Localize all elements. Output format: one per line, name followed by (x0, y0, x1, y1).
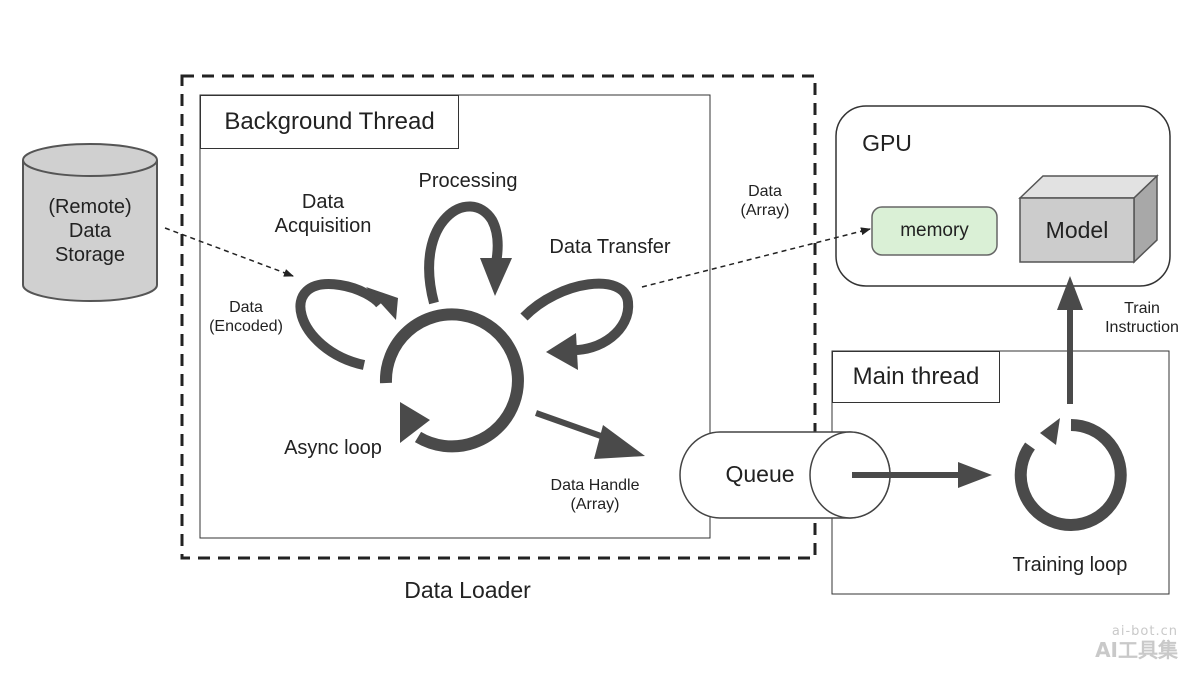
queue-cylinder (679, 431, 891, 519)
transfer-to-memory-arrow (641, 227, 871, 288)
storage-label-line1: (Remote) (48, 196, 132, 218)
remote-storage-cylinder (22, 143, 158, 302)
data-encoded-label: Data (Encoded) (196, 298, 296, 336)
async-loop-arrow (379, 308, 524, 453)
data-loader-boundary (180, 74, 817, 560)
model-cube (1018, 174, 1159, 264)
processing-loop-arrow (424, 201, 512, 305)
queue-to-training-arrow (852, 462, 992, 488)
training-loop-arrow (1014, 418, 1127, 531)
memory-label: memory (900, 220, 969, 241)
data-encoded-line1: Data (229, 299, 263, 316)
storage-label: (Remote) Data Storage (23, 195, 157, 267)
watermark: ai-bot.cn AI工具集 (1095, 623, 1178, 662)
storage-label-line3: Storage (54, 244, 126, 266)
data-loader-label: Data Loader (404, 577, 531, 603)
acquisition-loop-arrow (295, 279, 398, 370)
gpu-title: GPU (862, 130, 912, 156)
handle-to-queue-arrow (534, 410, 645, 459)
data-array-label: Data (Array) (725, 182, 805, 220)
watermark-name: AI工具集 (1095, 638, 1178, 662)
background-thread-title: Background Thread (200, 95, 459, 149)
queue-label: Queue (725, 461, 795, 487)
train-instruction-arrow (1057, 276, 1083, 404)
data-acquisition-line2: Acquisition (274, 215, 372, 237)
train-instruction-label: Train Instruction (1092, 299, 1192, 337)
memory-block (871, 206, 998, 256)
storage-to-loader-arrow (164, 227, 294, 277)
data-acquisition-line1: Data (301, 191, 345, 213)
train-instruction-line1: Train (1124, 300, 1160, 317)
data-array-line2: (Array) (740, 202, 790, 220)
storage-label-line2: Data (68, 220, 112, 242)
model-label: Model (1045, 217, 1109, 243)
async-loop-label: Async loop (284, 437, 382, 459)
data-encoded-line2: (Encoded) (209, 318, 283, 336)
data-handle-line2: (Array) (570, 496, 620, 514)
data-array-line1: Data (748, 183, 782, 200)
data-acquisition-label: Data Acquisition (248, 190, 398, 238)
watermark-url: ai-bot.cn (1111, 623, 1178, 639)
train-instruction-line2: Instruction (1105, 319, 1179, 337)
training-loop-label: Training loop (1012, 554, 1128, 576)
main-thread-title: Main thread (832, 351, 1000, 403)
processing-label: Processing (418, 170, 518, 192)
transfer-loop-arrow (520, 278, 634, 370)
data-transfer-label: Data Transfer (549, 236, 671, 258)
data-handle-line1: Data Handle (550, 477, 640, 494)
data-handle-label: Data Handle (Array) (530, 476, 660, 514)
